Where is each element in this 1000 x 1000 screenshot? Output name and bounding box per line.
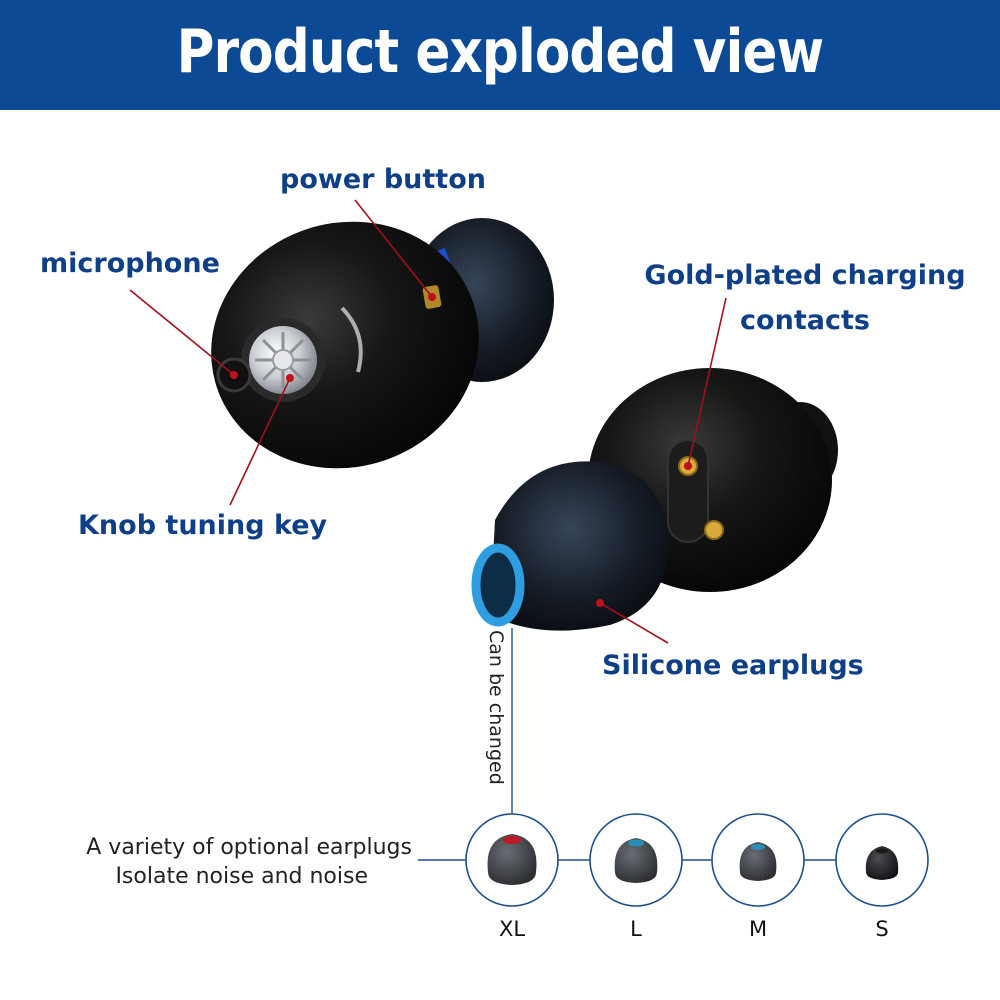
size-option-l[interactable]	[589, 813, 683, 907]
silicone-tip	[490, 461, 669, 631]
options-note-line1: A variety of optional earplugs	[86, 835, 412, 860]
label-gold-contacts-line1: Gold-plated charging	[644, 260, 966, 291]
size-connectors	[418, 628, 836, 861]
earbud-back	[471, 368, 838, 631]
earbud-front-body	[211, 221, 479, 469]
earplug-s-icon	[865, 846, 899, 880]
earplug-l-icon	[614, 838, 658, 883]
tip-opening	[476, 548, 520, 622]
earplug-m-icon	[739, 842, 777, 881]
tip-ring	[471, 543, 525, 627]
charging-contact-icon	[704, 520, 724, 540]
size-option-s[interactable]	[835, 813, 929, 907]
size-label-xl: XL	[498, 917, 526, 941]
size-label-l: L	[630, 917, 642, 941]
label-knob-tuning-key: Knob tuning key	[78, 510, 328, 541]
size-label-m: M	[748, 917, 768, 941]
label-silicone-earplugs: Silicone earplugs	[602, 650, 864, 681]
size-option-xl[interactable]	[465, 813, 559, 907]
size-label-s: S	[875, 917, 889, 941]
title-banner	[0, 0, 1000, 110]
size-option-m[interactable]	[711, 813, 805, 907]
earbud-front	[211, 218, 554, 469]
page-title: Product exploded view	[176, 17, 825, 87]
leader-lines	[129, 199, 727, 644]
leader-dots	[230, 293, 692, 607]
options-note-line2: Isolate noise and noise	[115, 864, 368, 889]
earplug-xl-icon	[487, 834, 537, 885]
changeable-note: Can be changed	[485, 630, 507, 785]
label-microphone: microphone	[40, 248, 220, 279]
label-power-button: power button	[280, 164, 486, 195]
label-gold-contacts-line2: contacts	[740, 305, 870, 336]
